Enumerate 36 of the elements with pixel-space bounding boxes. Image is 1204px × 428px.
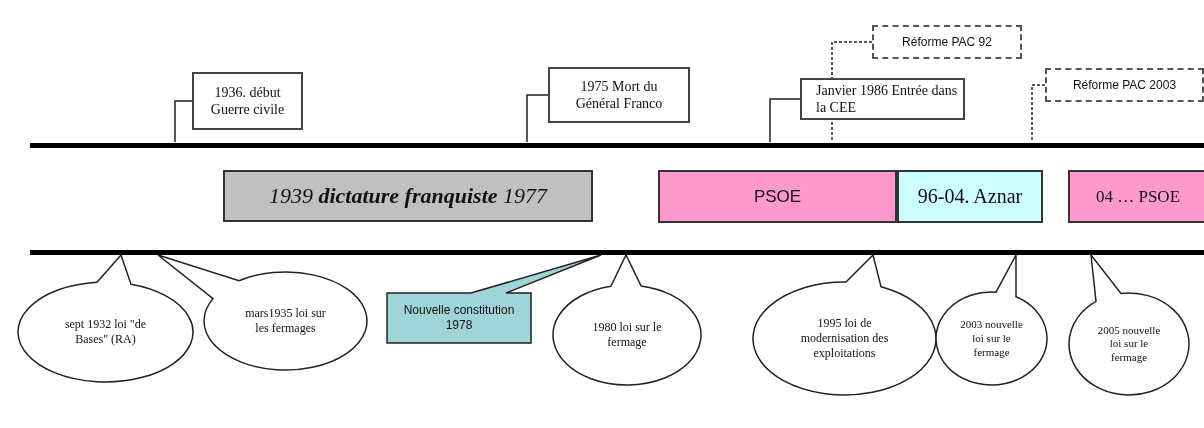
event-text: 1995 loi de modernisation des exploitations: [799, 316, 890, 361]
leader-line: [769, 98, 801, 143]
event-text: sept 1932 loi "de Bases" (RA): [63, 317, 148, 347]
period-label: 1939 dictature franquiste 1977: [268, 182, 548, 210]
event-text: 1936. début Guerre civile: [209, 83, 286, 119]
callout-box: [1045, 68, 1204, 102]
leader-line: [1031, 84, 1046, 143]
event-text: Réforme PAC 92: [902, 34, 992, 50]
period-bar: [1068, 170, 1204, 223]
speech-bubble: [552, 254, 702, 387]
event-text: 1975 Mort du Général Franco: [574, 77, 664, 113]
callout-box: [800, 78, 965, 120]
event-text: 2003 nouvelle loi sur le fermage: [959, 318, 1024, 360]
period-label: PSOE: [753, 185, 802, 208]
period-label: 04 … PSOE: [1095, 185, 1181, 208]
speech-bubble: [1068, 254, 1190, 397]
callout-box: [548, 67, 690, 123]
callout-box: [192, 72, 303, 130]
event-text: 1980 loi sur le fermage: [591, 320, 663, 350]
speech-bubble: [17, 254, 194, 384]
event-text: Nouvelle constitution 1978: [402, 303, 516, 333]
speech-bubble: [935, 254, 1048, 387]
period-bar: [897, 170, 1043, 223]
callout-box: [872, 25, 1022, 59]
speech-bubble: [157, 254, 368, 372]
period-bar: [658, 170, 897, 223]
event-text: 2005 nouvelle loi sur le fermage: [1096, 323, 1162, 365]
event-text: Janvier 1986 Entrée dans la CEE: [816, 81, 959, 117]
leader-line: [831, 41, 873, 143]
leader-line: [526, 94, 549, 143]
leader-line: [174, 100, 193, 143]
period-label: 96-04. Aznar: [917, 184, 1023, 209]
period-bar: [223, 170, 593, 222]
event-text: Réforme PAC 2003: [1072, 77, 1177, 93]
event-text: mars1935 loi sur les fermages: [244, 306, 327, 336]
speech-bubble: [752, 254, 937, 397]
